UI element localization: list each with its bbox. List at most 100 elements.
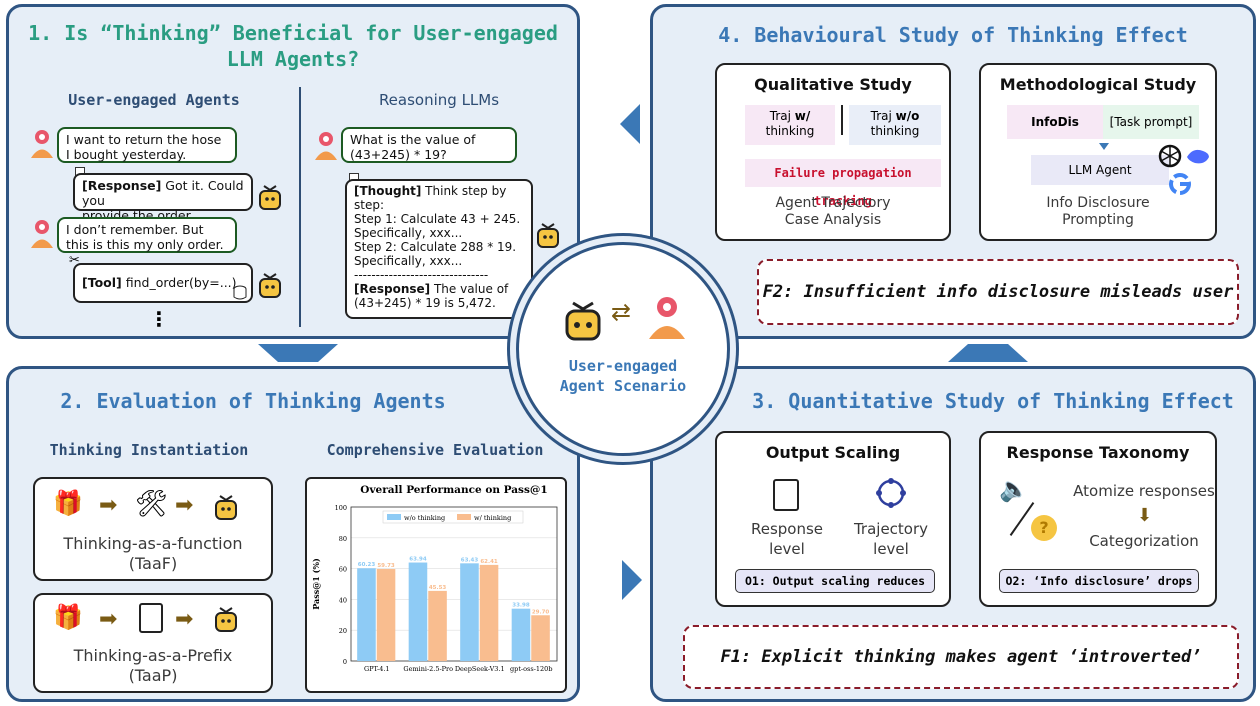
- user-avatar-icon: [315, 132, 337, 160]
- robot-agent-icon: [215, 495, 237, 520]
- qualitative-study-title: Qualitative Study: [754, 75, 912, 94]
- y-tick-label: 60: [339, 566, 347, 574]
- traj-without-b: w/o: [895, 109, 920, 123]
- database-icon: [233, 285, 247, 300]
- final-response-line1: The value of: [430, 282, 509, 296]
- output-scaling-title: Output Scaling: [765, 443, 901, 462]
- traj-without-a: Traj: [870, 109, 896, 123]
- traj-with-thinking: Traj w/thinking: [745, 105, 835, 145]
- bar: [531, 615, 550, 661]
- taap-box: 🎁 ➡ ➡ Thinking-as-a-Prefix (TaaP): [33, 593, 273, 693]
- categorization-label: Categorization: [1089, 532, 1199, 550]
- trajectory-chain-icon: [876, 478, 906, 508]
- response-taxonomy-title: Response Taxonomy: [1006, 443, 1190, 462]
- gift-box-idea-icon: 🎁: [53, 603, 83, 631]
- case-analysis-line1: Agent Trajectory: [775, 195, 891, 211]
- taap-label-line1: Thinking-as-a-Prefix: [73, 646, 233, 665]
- arrow-panel1-to-panel2: [258, 344, 338, 362]
- agent-response-1: [Response] Got it. Could you provide the…: [73, 173, 253, 238]
- x-tick-label: DeepSeek-V3.1: [455, 665, 505, 673]
- comprehensive-evaluation-header: Comprehensive Evaluation: [326, 441, 544, 459]
- user-message-1-line2: I bought yesterday.: [66, 147, 187, 162]
- user-message-1: I want to return the hose I bought yeste…: [57, 127, 237, 163]
- center-label-line2: Agent Scenario: [559, 377, 687, 395]
- bar: [428, 590, 447, 661]
- bar: [479, 564, 499, 661]
- case-analysis-line2: Case Analysis: [784, 212, 882, 228]
- document-icon: [139, 603, 163, 633]
- user-message-1-line1: I want to return the hose: [66, 132, 222, 147]
- robot-agent-icon: [215, 607, 237, 632]
- panel-3-title: 3. Quantitative Study of Thinking Effect: [752, 389, 1234, 413]
- bar-data-label: 63.43: [461, 557, 479, 563]
- arrow-panel2-to-panel3: [622, 560, 642, 600]
- panel-4-title: 4. Behavioural Study of Thinking Effect: [718, 23, 1188, 47]
- trajectory-level-line1: Trajectory: [853, 520, 929, 538]
- chart-plot-frame: [350, 506, 558, 662]
- down-arrow-icon: ⬇: [1137, 505, 1153, 526]
- thought-line-5: -------------------------------: [354, 268, 489, 282]
- speaker-icon: 🔈: [999, 475, 1029, 503]
- response-level-line1: Response: [750, 520, 824, 538]
- info-disclosure-line1: Info Disclosure: [1046, 195, 1150, 211]
- agent-response-line1: Got it. Could you: [82, 178, 244, 208]
- traj-divider: [841, 105, 843, 135]
- center-scenario-circle: ⇄ User-engaged Agent Scenario: [516, 242, 730, 456]
- reasoning-question-line2: (43+245) * 19?: [350, 147, 447, 162]
- user-avatar-icon: [31, 220, 53, 248]
- infodis-box: InfoDis: [1007, 105, 1103, 139]
- bar: [460, 563, 479, 661]
- bar: [511, 608, 531, 661]
- traj-with-c: thinking: [765, 124, 815, 138]
- response-level-line2: level: [769, 540, 805, 558]
- output-scaling-box: Output Scaling Response level Trajectory…: [715, 431, 951, 607]
- panel-1-title-line1: 1. Is “Thinking” Beneficial for User-eng…: [28, 21, 558, 45]
- response-taxonomy-box: Response Taxonomy 🔈 ? Atomize responses …: [979, 431, 1217, 607]
- y-tick-label: 20: [339, 627, 347, 635]
- traj-with-b: w/: [794, 109, 811, 123]
- panel-2-evaluation: 2. Evaluation of Thinking Agents Thinkin…: [6, 366, 580, 702]
- chart-title: Overall Performance on Pass@1: [360, 484, 547, 496]
- info-disclosure-line2: Prompting: [1062, 212, 1134, 228]
- robot-agent-icon: [565, 301, 601, 341]
- more-ellipsis: ⋮: [149, 307, 169, 331]
- finding-f1: F1: Explicit thinking makes agent ‘intro…: [683, 625, 1239, 689]
- taap-label-line2: (TaaP): [128, 666, 178, 685]
- panel-2-title: 2. Evaluation of Thinking Agents: [60, 389, 446, 413]
- panel-1-title-line2: LLM Agents?: [226, 47, 360, 71]
- user-message-2-line1: I don’t remember. But: [66, 222, 204, 237]
- x-tick-label: Gemini-2.5-Pro: [403, 665, 453, 673]
- user-avatar-icon: [649, 297, 685, 339]
- y-axis-label: Pass@1 (%): [311, 558, 321, 610]
- y-tick-label: 100: [335, 504, 347, 512]
- panel-1-thinking-beneficial: 1. Is “Thinking” Beneficial for User-eng…: [6, 4, 580, 339]
- tools-icon: 🛠: [135, 489, 169, 519]
- y-tick-label: 40: [339, 596, 347, 604]
- x-tick-label: GPT-4.1: [364, 665, 390, 673]
- pass-at-1-chart: Overall Performance on Pass@102040608010…: [311, 484, 558, 673]
- panel-3-quantitative-study: 3. Quantitative Study of Thinking Effect…: [650, 366, 1256, 702]
- arrow-panel3-to-panel4: [948, 344, 1028, 362]
- thought-line-3: Step 2: Calculate 288 * 19.: [354, 240, 517, 254]
- llm-agent-box: LLM Agent: [1031, 155, 1169, 185]
- panel-4-behavioural-study: 4. Behavioural Study of Thinking Effect …: [650, 4, 1256, 339]
- bar-data-label: 33.98: [512, 603, 530, 609]
- thought-line-2: Specifically, xxx...: [354, 226, 463, 240]
- arrow-right-icon: ➡: [99, 493, 118, 518]
- user-message-2: I don’t remember. But this is this my on…: [57, 217, 237, 253]
- observation-o1: O1: Output scaling reduces: [735, 569, 935, 593]
- thought-line-0: Think step by step:: [354, 184, 507, 212]
- reasoning-thought-box: [Thought] Think step by step: Step 1: Ca…: [345, 179, 533, 319]
- observation-o2: O2: ‘Info disclosure’ drops: [999, 569, 1199, 593]
- user-avatar-icon: [31, 130, 53, 158]
- methodological-study-title: Methodological Study: [999, 75, 1197, 94]
- question-mark-icon: ?: [1031, 515, 1057, 541]
- deepseek-logo-icon: [1187, 149, 1209, 164]
- response-document-icon: [773, 479, 799, 511]
- qualitative-study-box: Qualitative Study Traj w/thinking Traj w…: [715, 63, 951, 241]
- openai-logo-icon: [1158, 144, 1182, 168]
- taaf-box: 🎁 ➡ 🛠 ➡ Thinking-as-a-function (TaaF): [33, 477, 273, 581]
- atomize-responses-label: Atomize responses: [1073, 482, 1215, 500]
- down-arrow-icon: [1099, 143, 1109, 150]
